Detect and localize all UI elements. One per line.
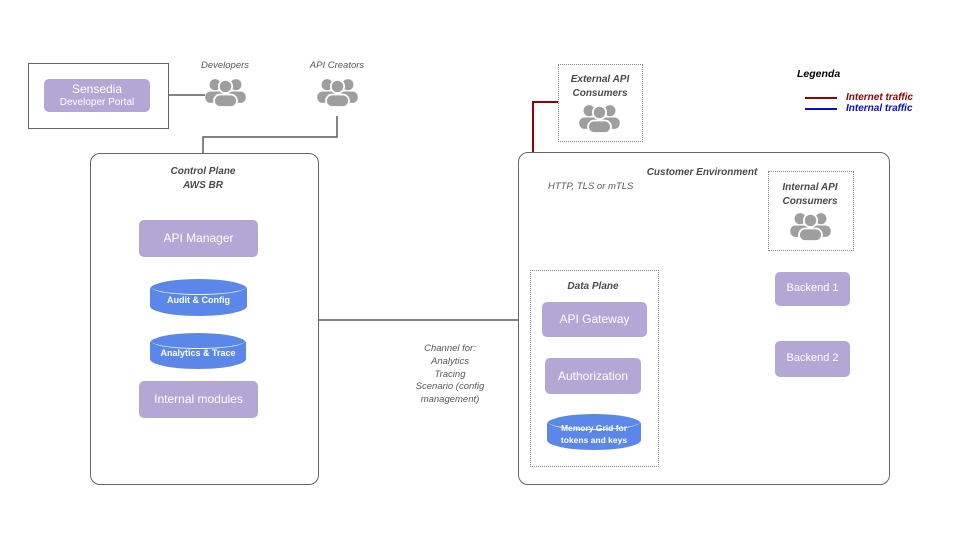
wire-apicreators-controlplane — [202, 116, 338, 153]
backend-1-node: Backend 1 — [775, 272, 850, 306]
developers-people-icon — [204, 73, 247, 111]
cylinder-rim — [151, 333, 245, 349]
developer-portal-node: Sensedia Developer Portal — [44, 79, 150, 112]
internal-traffic-label: Internal traffic — [846, 103, 913, 114]
memory-grid-cylinder: Memory Grid for tokens and keys — [547, 414, 641, 450]
authorization-node: Authorization — [545, 358, 641, 394]
control-plane-title: Control Plane AWS BR — [170, 166, 236, 191]
api-gateway-node: API Gateway — [542, 302, 647, 337]
http-tls-label: HTTP, TLS or mTLS — [548, 181, 634, 192]
internal-consumers-people-icon — [789, 207, 832, 245]
external-consumers-label: External API Consumers — [570, 74, 630, 99]
portal-subtitle: Developer Portal — [59, 96, 135, 108]
control-plane-box — [90, 153, 319, 485]
cylinder-rim — [548, 414, 640, 430]
api-manager-node: API Manager — [139, 220, 258, 257]
analytics-trace-cylinder: Analytics & Trace — [150, 333, 246, 369]
internet-traffic-line — [805, 96, 837, 99]
backend-2-node: Backend 2 — [775, 341, 850, 377]
internal-consumers-label: Internal API Consumers — [782, 182, 838, 207]
api-creators-people-icon — [316, 73, 359, 111]
developers-label: Developers — [200, 60, 250, 71]
data-plane-title: Data Plane — [567, 281, 619, 292]
internet-traffic-label: Internet traffic — [846, 92, 914, 103]
audit-config-cylinder: Audit & Config — [150, 279, 247, 316]
legend-internet-row: Internet traffic — [805, 92, 913, 103]
internal-consumers-box — [768, 171, 854, 251]
cylinder-rim — [151, 279, 246, 295]
api-creators-label: API Creators — [309, 60, 365, 71]
internal-modules-node: Internal modules — [139, 381, 258, 418]
internal-traffic-line — [805, 107, 837, 110]
channel-note: Channel for: Analytics Tracing Scenario … — [415, 343, 485, 406]
portal-brand: Sensedia — [71, 81, 123, 96]
legend-title: Legenda — [797, 68, 841, 80]
customer-environment-title: Customer Environment — [646, 167, 758, 178]
legend-internal-row: Internal traffic — [805, 103, 913, 114]
external-consumers-people-icon — [578, 99, 621, 137]
